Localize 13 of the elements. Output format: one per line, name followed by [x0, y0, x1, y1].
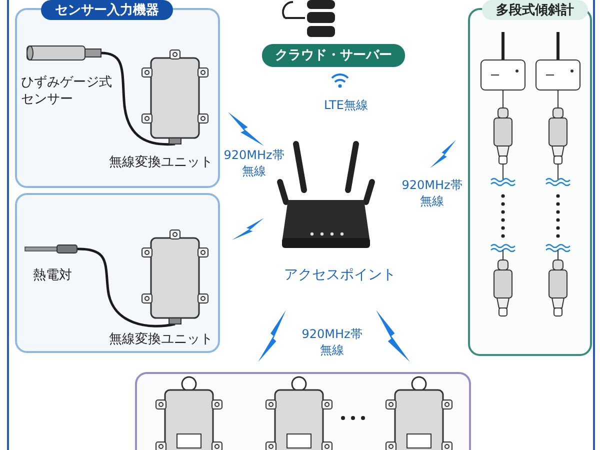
cable	[76, 248, 176, 328]
device-label: 熱電対	[33, 268, 73, 285]
link-label: 920MHz帯無線	[400, 178, 464, 210]
device-label: アクセスポイント	[284, 266, 396, 284]
heading-banner: 多段式傾斜計	[482, 0, 588, 20]
link-label: LTE無線	[323, 98, 369, 114]
link-label: 920MHz帯無線	[222, 148, 286, 180]
device-label: 無線変換ユニット	[108, 332, 213, 349]
heading-banner: センサー入力機器	[41, 0, 173, 20]
device-label: ひずみゲージ式センサー	[21, 75, 113, 109]
device-label: 無線変換ユニット	[108, 155, 213, 172]
link-label: 920MHz帯無線	[300, 327, 364, 358]
server-banner: クラウド・サーバー	[262, 44, 405, 67]
